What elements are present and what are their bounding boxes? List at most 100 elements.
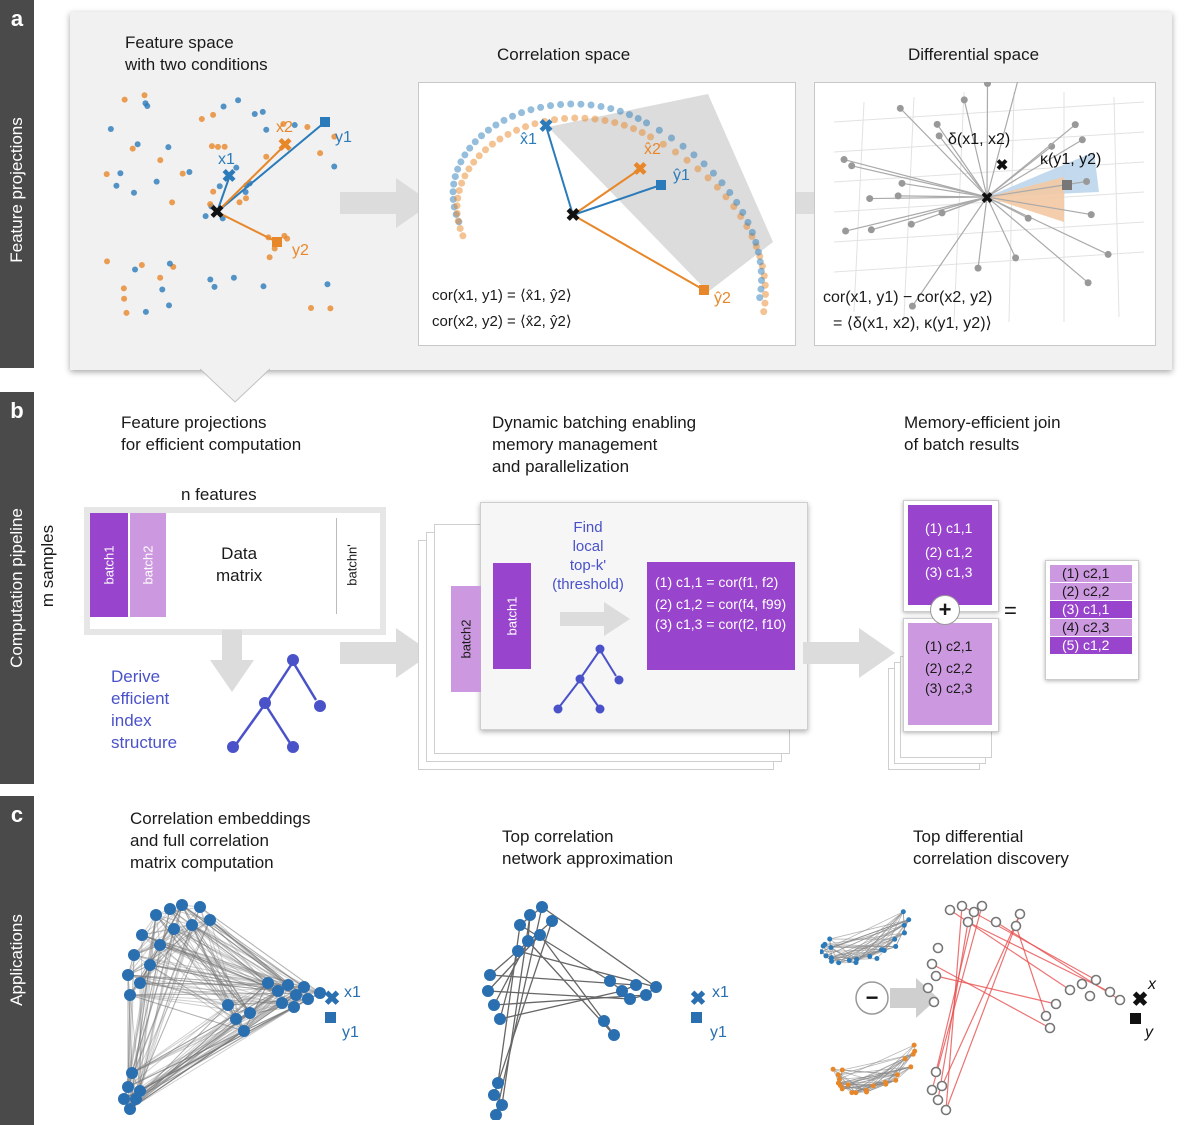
n-features-label: n features bbox=[181, 485, 257, 504]
network-edge bbox=[139, 934, 143, 1092]
network-edge bbox=[139, 914, 157, 1092]
correlation-point-orange bbox=[488, 140, 496, 148]
correlation-point-orange bbox=[461, 172, 469, 180]
correlation-point-orange bbox=[713, 183, 721, 191]
differential-node bbox=[968, 906, 980, 918]
merged-row-4 bbox=[1050, 619, 1132, 636]
network-edge bbox=[129, 994, 283, 1004]
network-edge bbox=[123, 994, 297, 1100]
panel-a-label: Feature projections bbox=[7, 117, 26, 263]
network-edge bbox=[141, 934, 245, 1032]
network-edge bbox=[149, 964, 279, 992]
scatter-point bbox=[121, 96, 128, 103]
network-node bbox=[282, 979, 294, 991]
small-network-node bbox=[878, 947, 884, 953]
network-edge bbox=[135, 1030, 245, 1100]
differential-edge bbox=[995, 921, 1121, 1001]
correlation-point-orange bbox=[620, 121, 628, 129]
network-edge bbox=[519, 924, 611, 982]
panel-c-letter: c bbox=[10, 802, 24, 827]
network-edge bbox=[123, 919, 211, 1100]
differential-node bbox=[1050, 998, 1062, 1010]
join-title: Memory-efficient join of batch results bbox=[904, 413, 1061, 454]
network-node bbox=[640, 989, 652, 1001]
batch2-result-box bbox=[908, 623, 992, 725]
small-network-node bbox=[893, 1077, 899, 1083]
network-edge bbox=[149, 964, 269, 984]
small-network-node bbox=[906, 917, 912, 923]
scatter-point bbox=[291, 122, 298, 129]
kappa-marker bbox=[1062, 180, 1072, 190]
network-node bbox=[298, 981, 310, 993]
network-edge bbox=[181, 904, 305, 988]
scatter-point bbox=[157, 274, 164, 281]
down-arrow bbox=[210, 630, 254, 692]
scatter-point bbox=[251, 110, 258, 117]
network-node bbox=[150, 909, 162, 921]
diff-y-marker bbox=[1130, 1013, 1141, 1024]
small-network-edge bbox=[831, 924, 905, 959]
small-network-node bbox=[870, 1083, 876, 1089]
differential-point bbox=[866, 195, 874, 203]
x1-vector bbox=[216, 177, 230, 213]
network-node bbox=[168, 923, 180, 935]
scatter-point bbox=[220, 103, 227, 110]
corr-formula-1: cor(x1, y1) = ⟨x̂1, ŷ2⟩ bbox=[432, 287, 572, 304]
top-y1-label: y1 bbox=[710, 1024, 727, 1041]
correlation-point-blue bbox=[557, 100, 565, 108]
network-edge bbox=[139, 984, 289, 1092]
panel-c-label: Applications bbox=[7, 914, 26, 1006]
correlation-point-blue bbox=[655, 126, 663, 134]
correlation-point-blue bbox=[754, 248, 762, 256]
small-network-node bbox=[900, 909, 906, 915]
correlation-point-blue bbox=[700, 160, 708, 168]
y2-marker bbox=[272, 237, 282, 247]
network-edge bbox=[131, 1018, 237, 1074]
network-edge bbox=[173, 928, 251, 1014]
small-network-node bbox=[828, 955, 834, 961]
network-node bbox=[288, 1001, 300, 1013]
small-network-node bbox=[828, 944, 834, 950]
network-edge bbox=[129, 982, 269, 1110]
network-edge bbox=[139, 906, 201, 1092]
network-edge bbox=[129, 919, 211, 1110]
network-edge bbox=[139, 1006, 295, 1092]
differential-point bbox=[907, 220, 915, 228]
network-edge bbox=[199, 906, 229, 1006]
network-edge bbox=[155, 914, 193, 926]
network-edge bbox=[123, 1006, 295, 1100]
correlation-point-blue bbox=[449, 188, 457, 196]
correlation-point-blue bbox=[757, 285, 765, 293]
differential-ray bbox=[845, 196, 988, 232]
differential-node bbox=[1040, 1010, 1052, 1022]
network-edge bbox=[499, 950, 519, 1020]
scatter-point bbox=[153, 178, 160, 185]
small-network-node bbox=[853, 1090, 859, 1096]
network-edge bbox=[155, 914, 245, 1032]
correlation-point-orange bbox=[629, 125, 637, 133]
full-y1-marker bbox=[325, 1012, 336, 1023]
network-edge bbox=[139, 1030, 245, 1092]
scatter-point bbox=[159, 286, 166, 293]
correlation-point-blue bbox=[454, 165, 462, 173]
network-node bbox=[604, 975, 616, 987]
network-edge bbox=[181, 904, 289, 986]
network-edge bbox=[129, 994, 297, 1110]
batch1-result-3: (3) c1,3 bbox=[925, 564, 973, 580]
small-network-node bbox=[822, 941, 828, 947]
y2-vector bbox=[216, 211, 278, 243]
batch1-label: batch1 bbox=[101, 545, 117, 585]
network-edge bbox=[539, 934, 605, 1022]
batch2-label: batch2 bbox=[140, 545, 156, 585]
network-edge bbox=[173, 928, 251, 1014]
small-network-edge bbox=[866, 1044, 915, 1091]
correlation-point-blue bbox=[478, 132, 486, 140]
network-edge bbox=[127, 919, 211, 976]
network-edge bbox=[149, 964, 279, 992]
correlation-point-orange bbox=[611, 119, 619, 127]
scatter-point bbox=[198, 115, 205, 122]
network-edge bbox=[139, 924, 193, 984]
differential-point bbox=[1083, 177, 1091, 185]
small-network-edge bbox=[829, 938, 857, 960]
x1hat-label: x̂1 bbox=[520, 131, 537, 148]
